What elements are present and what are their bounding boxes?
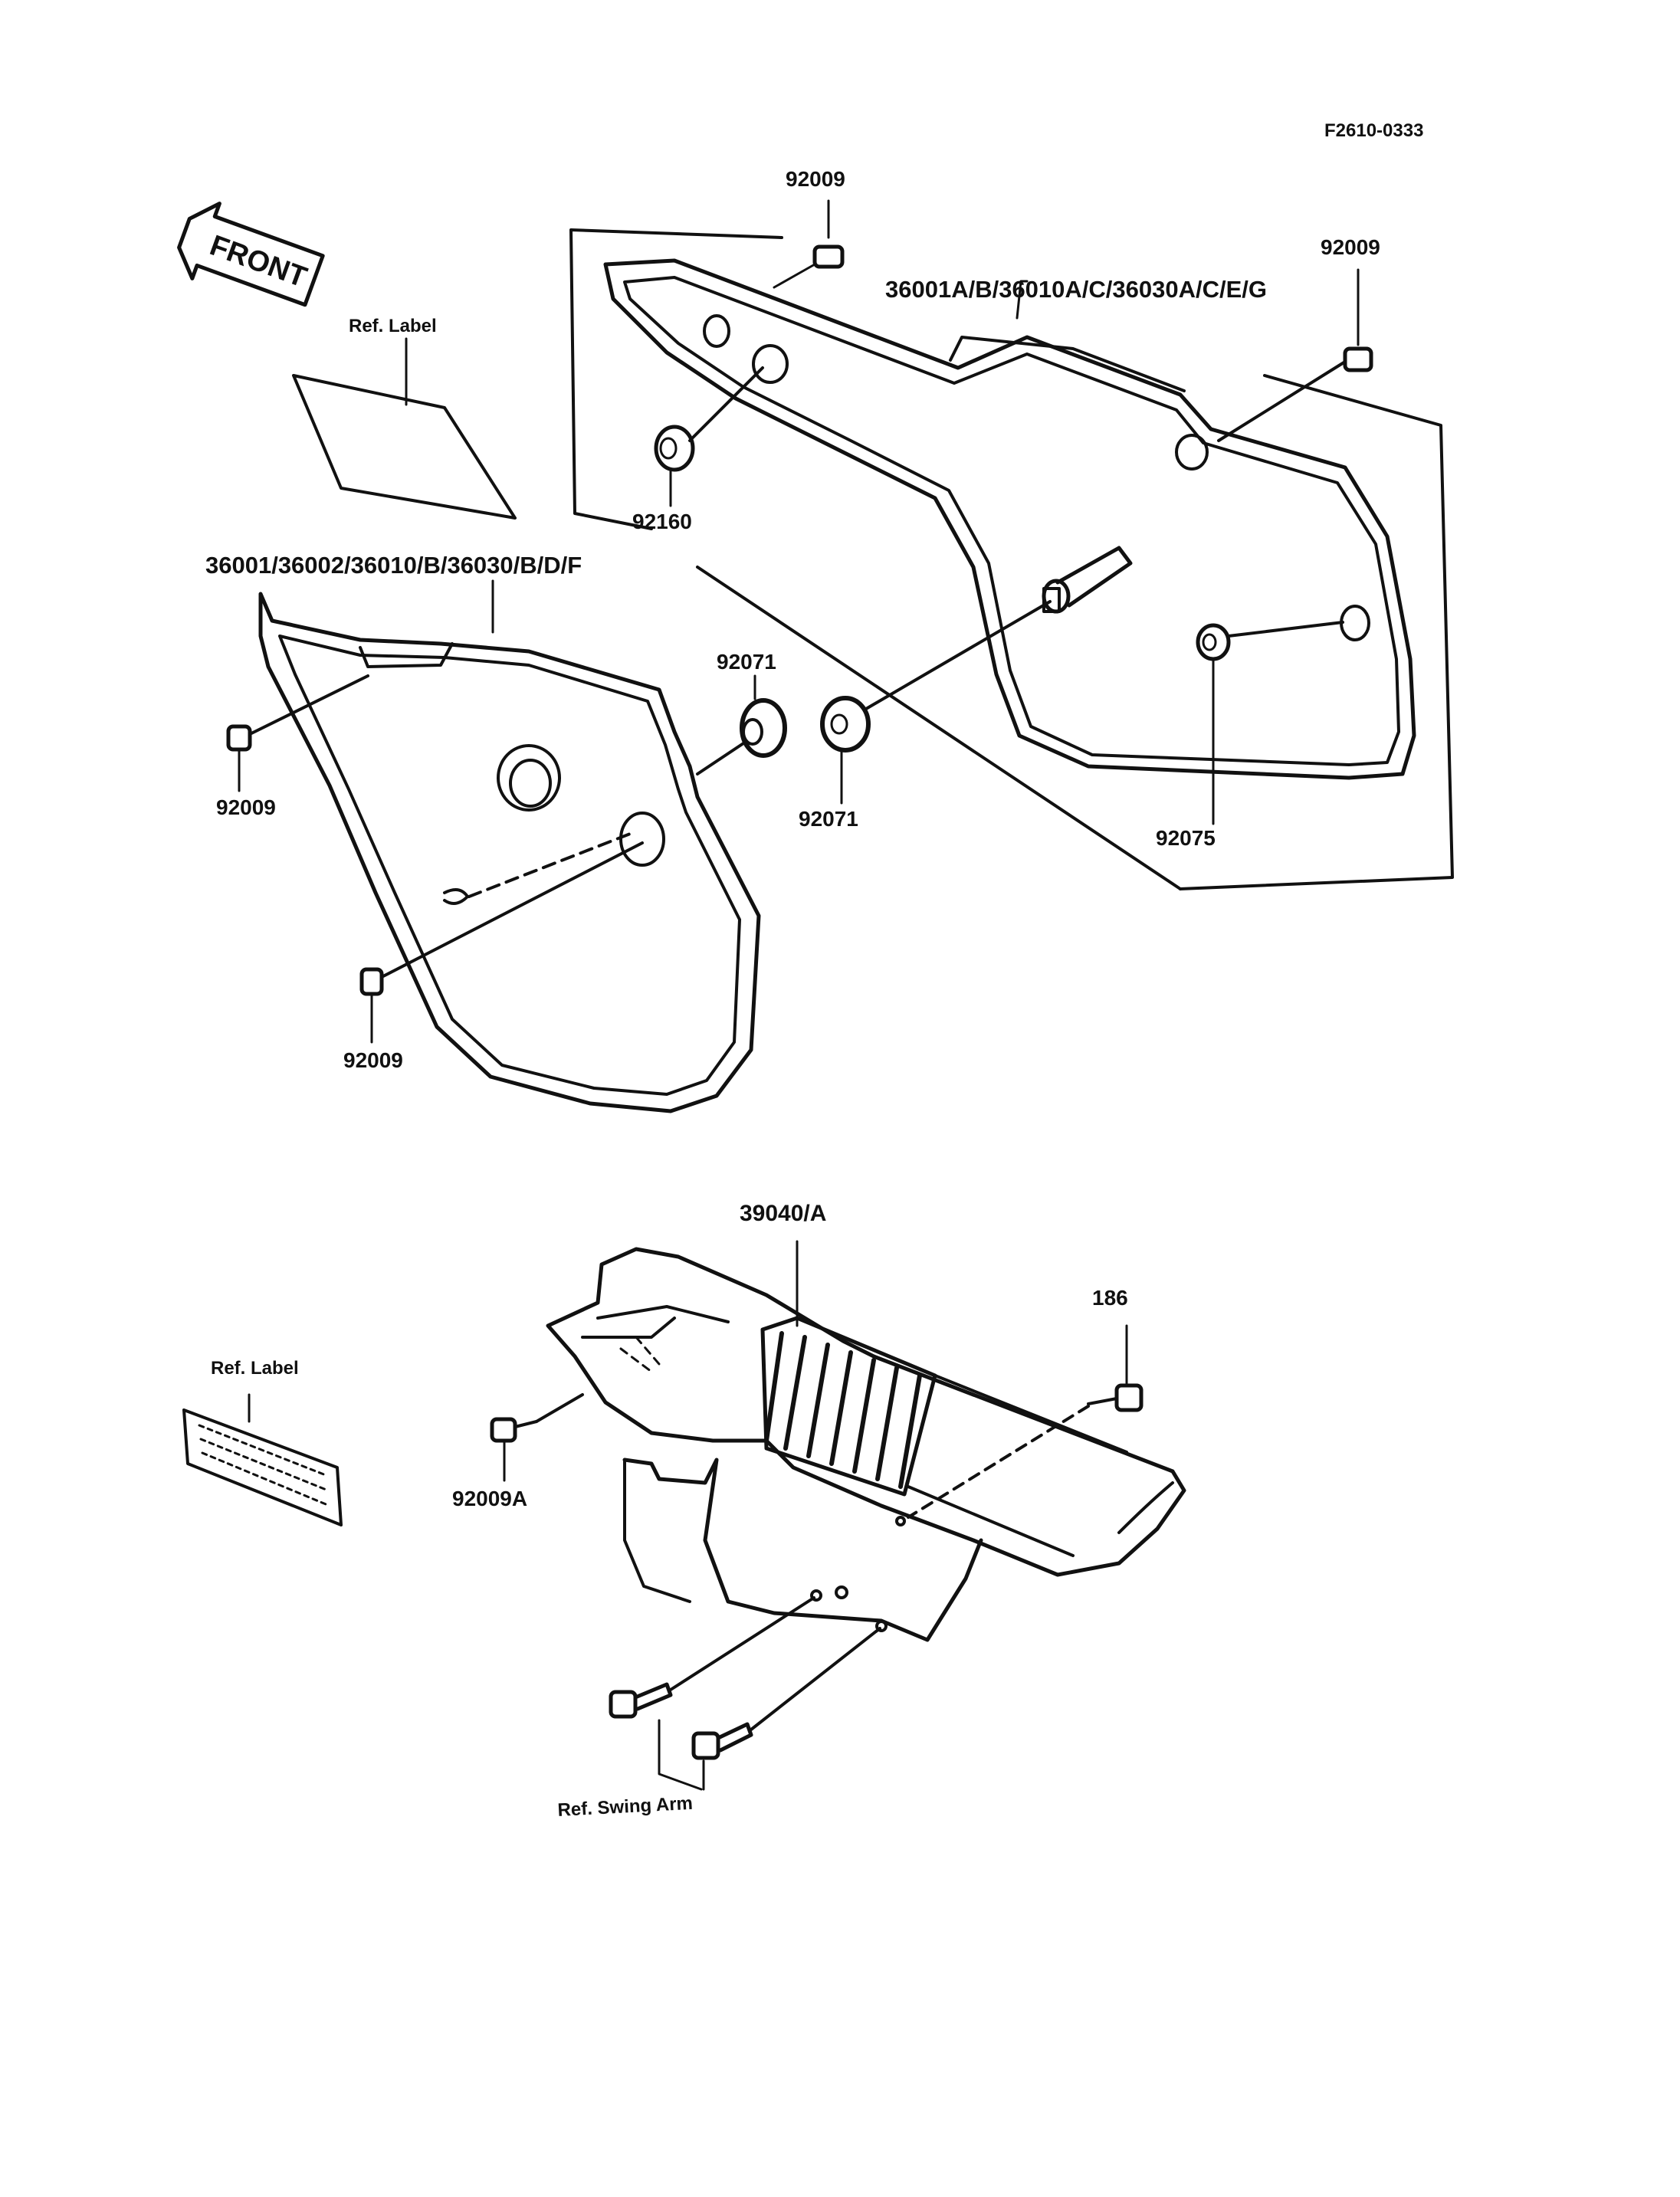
label-screw-top-right: 92009 <box>1321 235 1380 259</box>
label-left-cover-parts: 36001/36002/36010/B/36030/B/D/F <box>205 552 582 579</box>
label-bolt-186: 186 <box>1092 1286 1128 1310</box>
screw-top-right-icon <box>1343 346 1373 372</box>
label-screw-left-upper: 92009 <box>216 795 276 819</box>
label-screw-92009a: 92009A <box>452 1487 527 1510</box>
label-nut-92075: 92075 <box>1156 826 1216 850</box>
label-screw-left-lower: 92009 <box>343 1048 403 1072</box>
ref-label-bottom-sticker <box>182 1393 343 1526</box>
swing-arm-bolt-left-icon <box>609 1682 673 1719</box>
left-side-cover-group <box>226 579 1052 1113</box>
screw-left-lower-icon <box>359 967 384 996</box>
label-damper-right: 92071 <box>799 807 858 831</box>
right-side-cover-group <box>569 199 1454 890</box>
chain-guard <box>546 1247 1186 1577</box>
screw-top-center-icon <box>812 244 845 269</box>
figure-code: F2610-0333 <box>1324 120 1423 141</box>
chain-guard-group <box>490 1240 1186 1791</box>
label-ref-label-bottom: Ref. Label <box>211 1358 299 1379</box>
nut-92075 <box>1196 623 1231 661</box>
ref-label-top-sticker <box>292 337 517 520</box>
left-side-cover <box>258 592 761 1113</box>
swing-arm-bolt-right-icon <box>691 1722 753 1760</box>
grommet-92160 <box>654 425 695 472</box>
screw-left-upper-icon <box>226 724 252 752</box>
label-damper-left: 92071 <box>717 650 776 674</box>
screw-92009a-icon <box>490 1417 538 1443</box>
front-arrow-icon: FRONT <box>177 202 325 307</box>
label-chain-guard-parts: 39040/A <box>740 1201 826 1226</box>
right-side-cover <box>603 258 1416 780</box>
bolt-186-icon <box>1087 1383 1144 1412</box>
label-screw-top-center: 92009 <box>786 167 845 191</box>
label-grommet-92160: 92160 <box>632 510 692 533</box>
damper-left-92071 <box>740 698 787 758</box>
cover-post <box>1042 546 1133 614</box>
label-ref-label-top: Ref. Label <box>349 316 437 336</box>
damper-right-92071 <box>820 696 871 753</box>
label-right-cover-parts: 36001A/B/36010A/C/36030A/C/E/G <box>885 276 1267 303</box>
label-ref-swing-arm: Ref. Swing Arm <box>557 1793 694 1821</box>
front-label: FRONT <box>205 229 310 293</box>
